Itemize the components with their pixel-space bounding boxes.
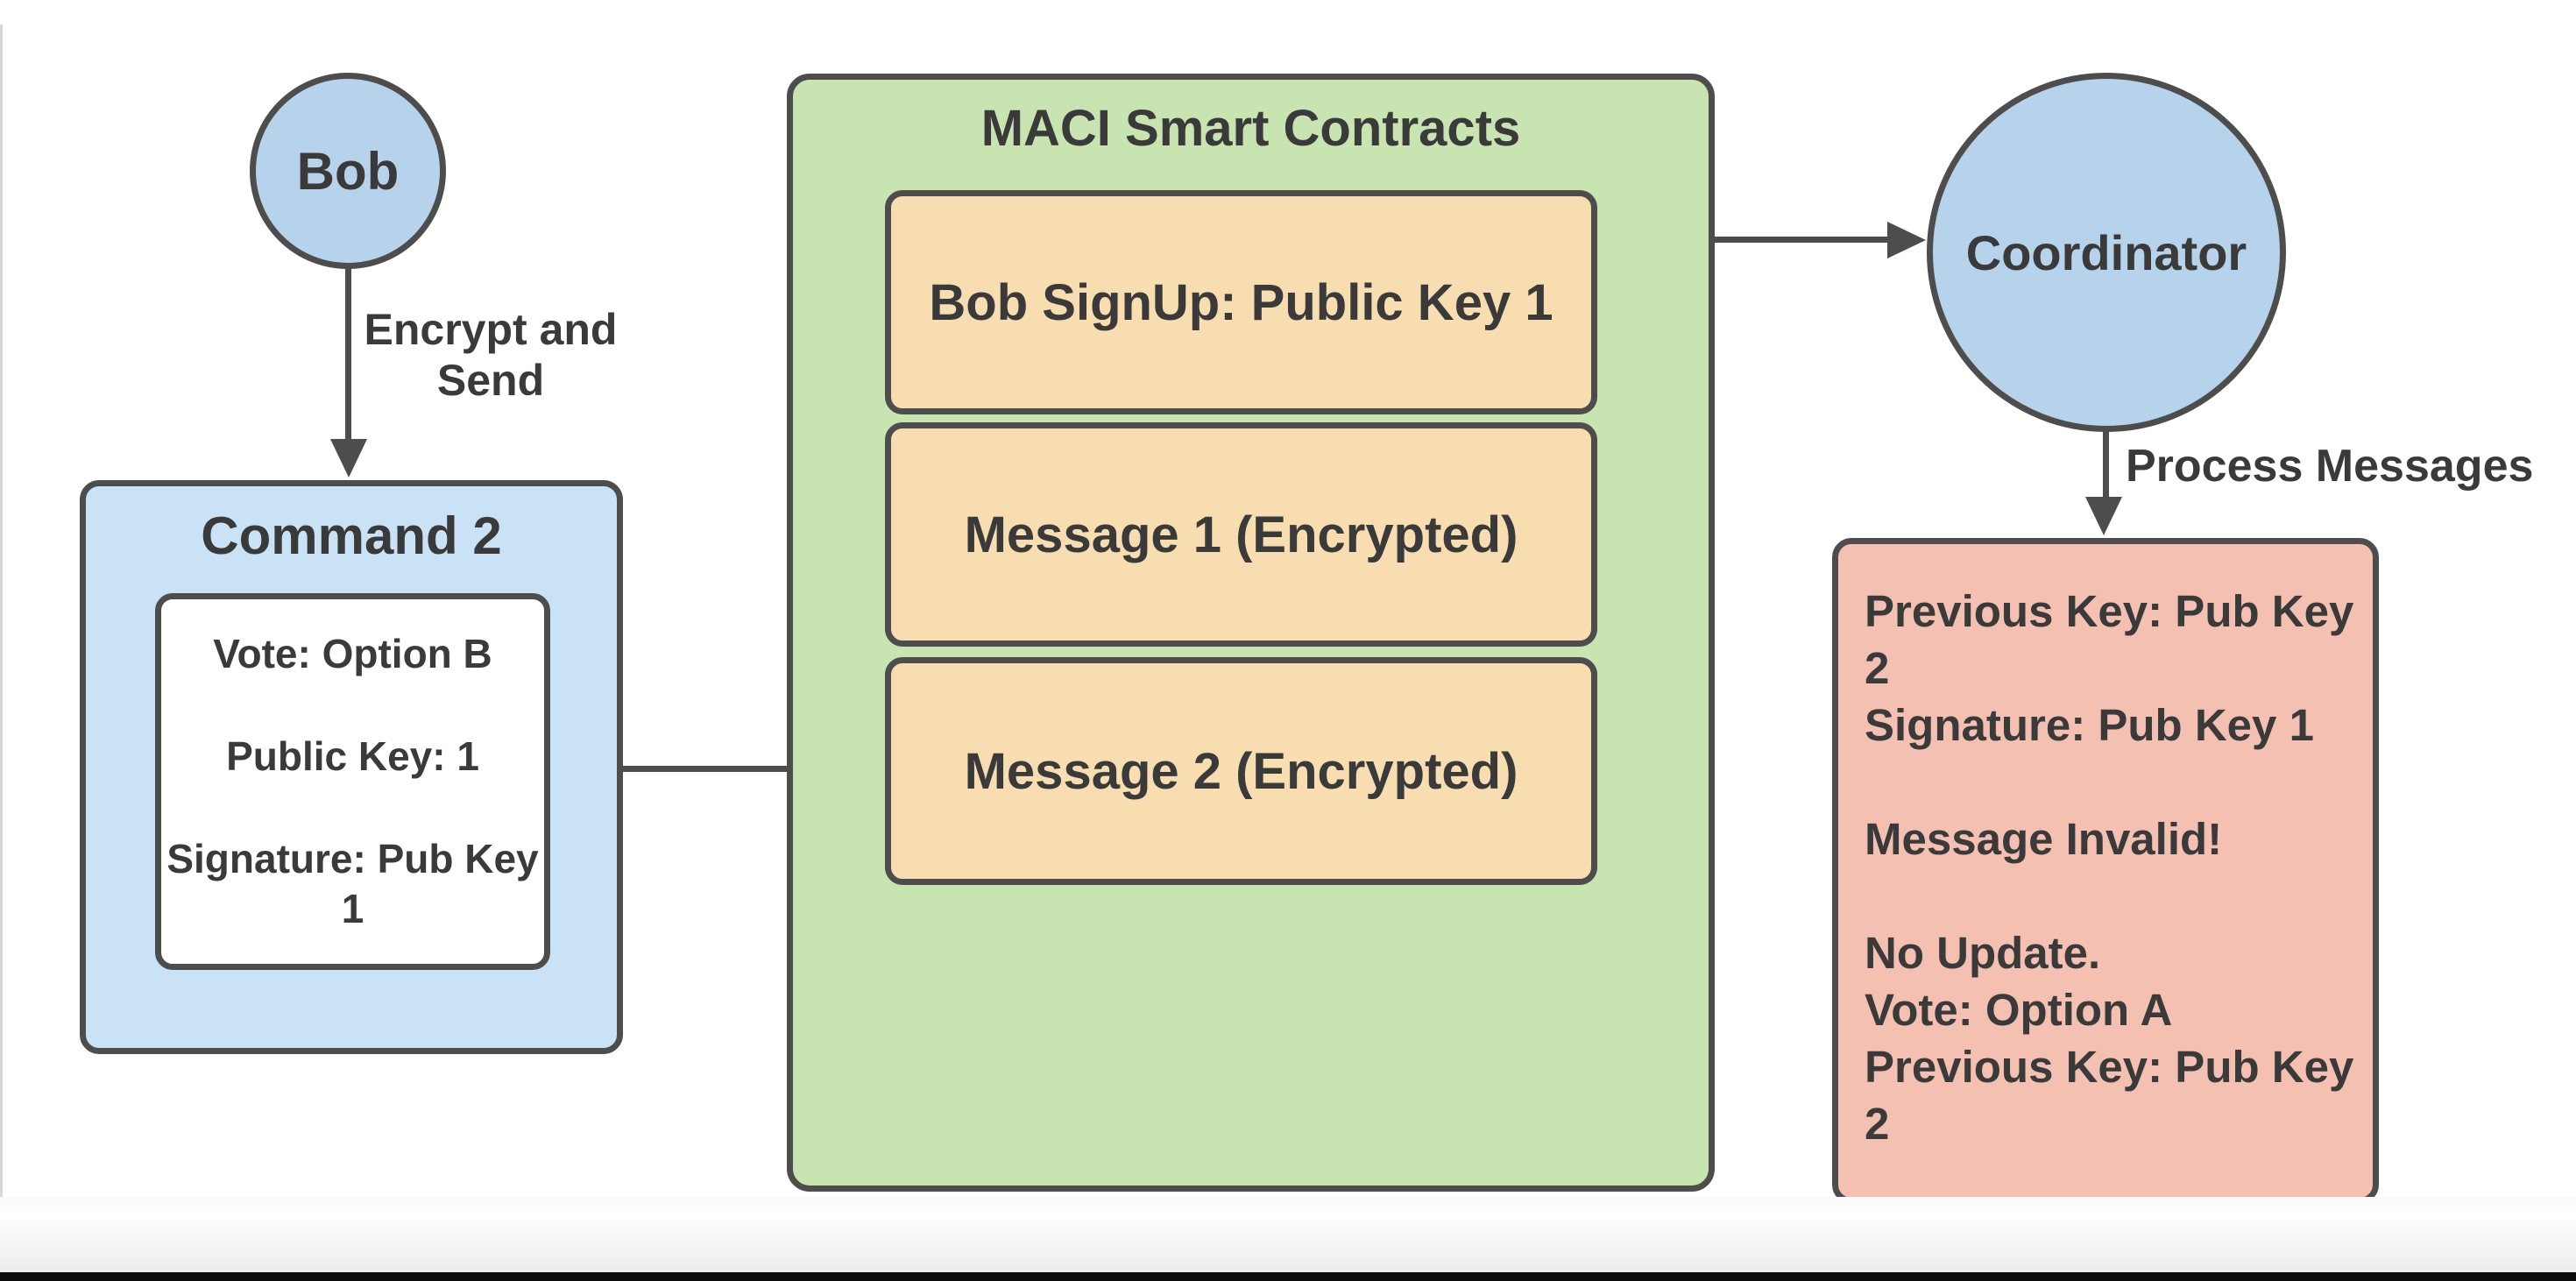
arrow-bob-to-command2-head xyxy=(330,439,367,478)
arrow-coordinator-to-result-head xyxy=(2085,497,2122,535)
message1-entry: Message 1 (Encrypted) xyxy=(885,422,1597,647)
result-line: Message Invalid! xyxy=(1865,814,2223,864)
window-bottom-bar xyxy=(0,1272,2576,1281)
result-line-blank xyxy=(1865,754,2364,810)
arrow-bob-to-command2-line xyxy=(345,267,351,441)
message2-entry-label: Message 2 (Encrypted) xyxy=(964,742,1518,800)
command2-signature-field: Signature: Pub Key 1 xyxy=(166,836,539,931)
result-line: No Update. xyxy=(1865,928,2101,978)
arrow-maci-to-coordinator-line xyxy=(1715,237,1888,243)
encrypt-and-send-label: Encrypt and Send xyxy=(364,305,618,405)
coordinator-label: Coordinator xyxy=(1965,224,2247,280)
command2-node: Command 2 Vote: Option B Public Key: 1 S… xyxy=(80,480,623,1054)
command2-vote-field: Vote: Option B xyxy=(213,631,492,676)
bob-actor-node: Bob xyxy=(250,73,446,269)
command2-public-key-field: Public Key: 1 xyxy=(226,733,479,779)
command2-payload: Vote: Option B Public Key: 1 Signature: … xyxy=(155,593,550,970)
result-line: Previous Key: Pub Key 2 xyxy=(1865,1042,2354,1149)
result-line: Signature: Pub Key 1 xyxy=(1865,700,2314,750)
maci-title: MACI Smart Contracts xyxy=(980,100,1521,157)
message2-entry: Message 2 (Encrypted) xyxy=(885,657,1597,885)
command2-title: Command 2 xyxy=(201,506,502,565)
arrow-command2-to-message2-line xyxy=(623,766,844,772)
process-messages-label: Process Messages xyxy=(2126,441,2534,492)
coordinator-actor-node: Coordinator xyxy=(1927,73,2286,432)
result-line: Previous Key: Pub Key 2 xyxy=(1865,586,2354,693)
bob-label: Bob xyxy=(296,141,400,201)
bob-signup-entry-label: Bob SignUp: Public Key 1 xyxy=(929,273,1553,331)
result-line-blank xyxy=(1865,867,2364,924)
window-left-edge xyxy=(0,25,3,1269)
result-line: Vote: Option A xyxy=(1865,985,2173,1035)
arrow-maci-to-coordinator-head xyxy=(1887,222,1926,258)
message-processing-result-node: Previous Key: Pub Key 2 Signature: Pub K… xyxy=(1832,538,2379,1204)
arrow-coordinator-to-result-line xyxy=(2103,430,2109,499)
bob-signup-entry: Bob SignUp: Public Key 1 xyxy=(885,190,1597,414)
message1-entry-label: Message 1 (Encrypted) xyxy=(964,506,1518,563)
window-bottom-shadow xyxy=(0,1197,2576,1272)
